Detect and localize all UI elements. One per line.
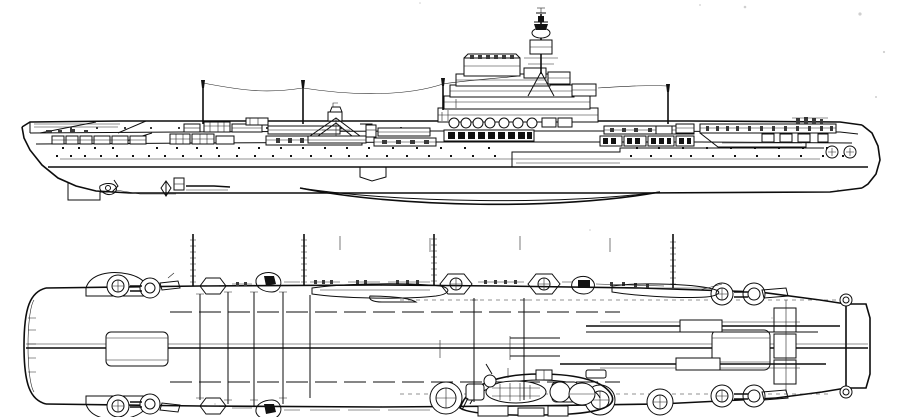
profile-crane bbox=[307, 118, 377, 144]
plan-aft-frames bbox=[773, 300, 797, 392]
plan-sponsons-starboard bbox=[86, 381, 853, 417]
profile-mast bbox=[524, 7, 558, 96]
plan-view bbox=[23, 234, 871, 417]
profile-island-gun-tubs bbox=[448, 117, 573, 129]
plan-lifts bbox=[105, 329, 771, 371]
plan-catapult-rails bbox=[439, 319, 840, 371]
scan-speckles bbox=[214, 2, 886, 405]
plan-frame-marks bbox=[339, 236, 611, 252]
plan-sponsons-port bbox=[86, 273, 853, 307]
plan-lowered-masts bbox=[190, 234, 676, 288]
plan-deck-edge-detail bbox=[232, 280, 719, 411]
plan-island bbox=[459, 364, 614, 417]
profile-midship-structures bbox=[360, 127, 437, 181]
profile-island bbox=[437, 54, 599, 142]
plan-section-lines bbox=[196, 291, 528, 406]
profile-underwater-fittings bbox=[68, 177, 661, 206]
profile-radio-masts bbox=[201, 75, 670, 124]
profile-forward-sponsons bbox=[46, 129, 147, 145]
profile-aft-structures bbox=[599, 117, 857, 159]
profile-director bbox=[327, 102, 343, 122]
